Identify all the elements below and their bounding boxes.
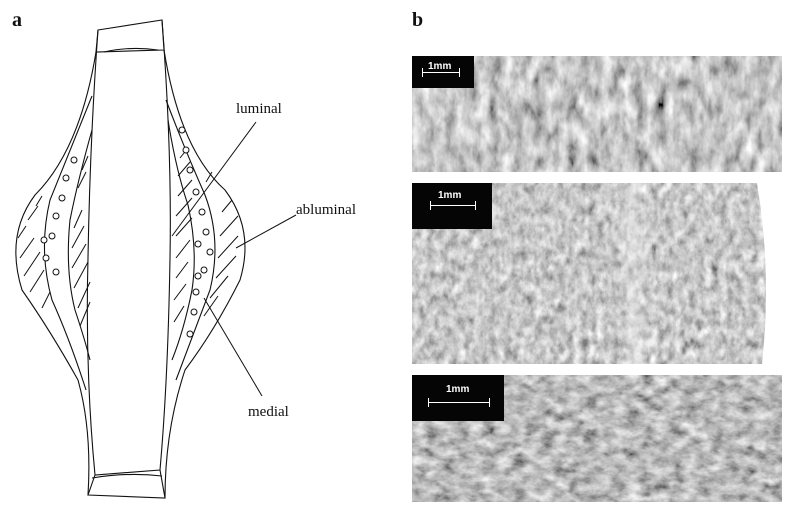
- scale-text-2: 1mm: [438, 191, 461, 201]
- sem-image-2: 1mm: [412, 183, 782, 364]
- scale-line-2: [430, 205, 476, 206]
- scale-text-1: 1mm: [428, 62, 451, 72]
- sem-image-3: 1mm: [412, 375, 782, 502]
- scale-line-3: [428, 402, 490, 403]
- scale-bar-2: 1mm: [412, 183, 492, 229]
- vessel-diagram: [0, 0, 400, 507]
- right-outer-wall: [164, 50, 245, 498]
- label-luminal: luminal: [236, 102, 282, 117]
- panel-b-letter: b: [412, 10, 423, 30]
- leader-line-medial: [204, 298, 262, 396]
- label-abluminal: abluminal: [296, 203, 356, 218]
- sem-image-1: 1mm: [412, 56, 782, 172]
- scale-bar-1: 1mm: [412, 56, 474, 88]
- scale-line-1: [422, 72, 460, 73]
- scale-text-3: 1mm: [446, 385, 469, 395]
- lumen-outline: [87, 20, 170, 475]
- leader-line-abluminal: [236, 215, 296, 248]
- scale-bar-3: 1mm: [412, 375, 504, 421]
- leader-line-luminal: [172, 122, 256, 236]
- label-medial: medial: [248, 405, 289, 420]
